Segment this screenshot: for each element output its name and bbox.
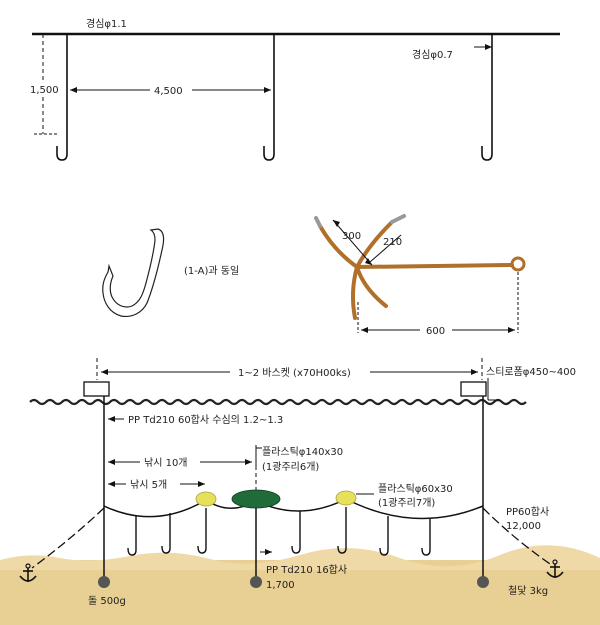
big-float-label-1: 플라스틱φ140x30 [262, 446, 343, 458]
hook-detail: (1-A)과 동일 [102, 228, 239, 318]
anchor-line-left [31, 507, 105, 569]
anchor-fluke-upper [318, 224, 359, 269]
bottom-branch-hooks [127, 507, 431, 556]
anchor-ring [510, 256, 526, 272]
small-float-label-2: (1광주리7개) [378, 497, 435, 509]
branch-hook [127, 515, 137, 556]
anchor-dim-210: 210 [383, 237, 402, 248]
anchor-detail: 300 210 600 [314, 214, 526, 337]
stone-left [98, 576, 110, 588]
branch-hook [291, 511, 301, 554]
dim-1500-label: 1,500 [30, 85, 59, 96]
styrofoam-buoy-right [460, 381, 487, 397]
hooks-5-label: 낚시 5개 [130, 479, 167, 491]
anchor-icon-left [19, 563, 37, 582]
anchor-icon-right [546, 559, 564, 578]
styrofoam-label: 스티로폼φ450~400 [486, 366, 576, 378]
dim-4500-label: 4,500 [154, 86, 183, 97]
hook-detail-note: (1-A)과 동일 [184, 265, 239, 277]
stone-center [250, 576, 262, 588]
branch-hook [337, 507, 347, 554]
anchor-fluke-lower [355, 265, 388, 308]
small-float-left [195, 491, 217, 507]
pp60-label-1: PP60합사 [506, 506, 549, 518]
center-line-label-2: 1,700 [266, 580, 295, 591]
hook-outline-icon [102, 228, 165, 318]
branch-line-callout: 경심φ0.7 [412, 44, 492, 61]
anchor-weight-label: 철닻 3kg [508, 585, 548, 597]
bottom-diagram: 1~2 바스켓 (x70H00ks) 스티로폼φ450~400 PP Td210… [0, 358, 600, 625]
branch-hook [161, 513, 171, 554]
stone-label: 돌 500g [88, 595, 126, 607]
dim-branch-length: 1,500 [26, 34, 62, 135]
dim-hook-spacing: 4,500 [70, 86, 271, 97]
branch-hook-2 [263, 34, 275, 161]
anchor-dim-600: 600 [426, 326, 445, 337]
big-float-center [231, 489, 281, 509]
pp60-label-2: 12,000 [506, 521, 541, 532]
top-diagram: 경심φ1.1 1,500 4,500 [26, 17, 560, 161]
span-label: 1~2 바스켓 (x70H00ks) [238, 367, 351, 379]
center-line-label-1: PP Td210 16합사 [266, 564, 347, 576]
branch-hook-3 [481, 34, 493, 161]
branch-hook-1 [56, 34, 68, 161]
small-float-right [335, 490, 357, 506]
branch-hook [197, 508, 207, 554]
branch-label: 경심φ0.7 [412, 48, 453, 61]
downline-label: PP Td210 60합사 수심의 1.2~1.3 [128, 414, 283, 426]
styrofoam-buoy-left [83, 381, 110, 397]
big-float-label-2: (1광주리6개) [262, 461, 319, 473]
anchor-line-right [482, 507, 554, 567]
mainline-label: 경심φ1.1 [86, 17, 127, 30]
hooks-10-label: 낚시 10개 [144, 457, 188, 469]
stone-right [477, 576, 489, 588]
branch-hook [379, 516, 389, 556]
anchor-dim-300: 300 [342, 231, 361, 242]
small-float-label-1: 플라스틱φ60x30 [378, 483, 453, 495]
sea-bed [0, 560, 600, 625]
branch-hook [421, 519, 431, 556]
sea-surface [29, 398, 527, 406]
